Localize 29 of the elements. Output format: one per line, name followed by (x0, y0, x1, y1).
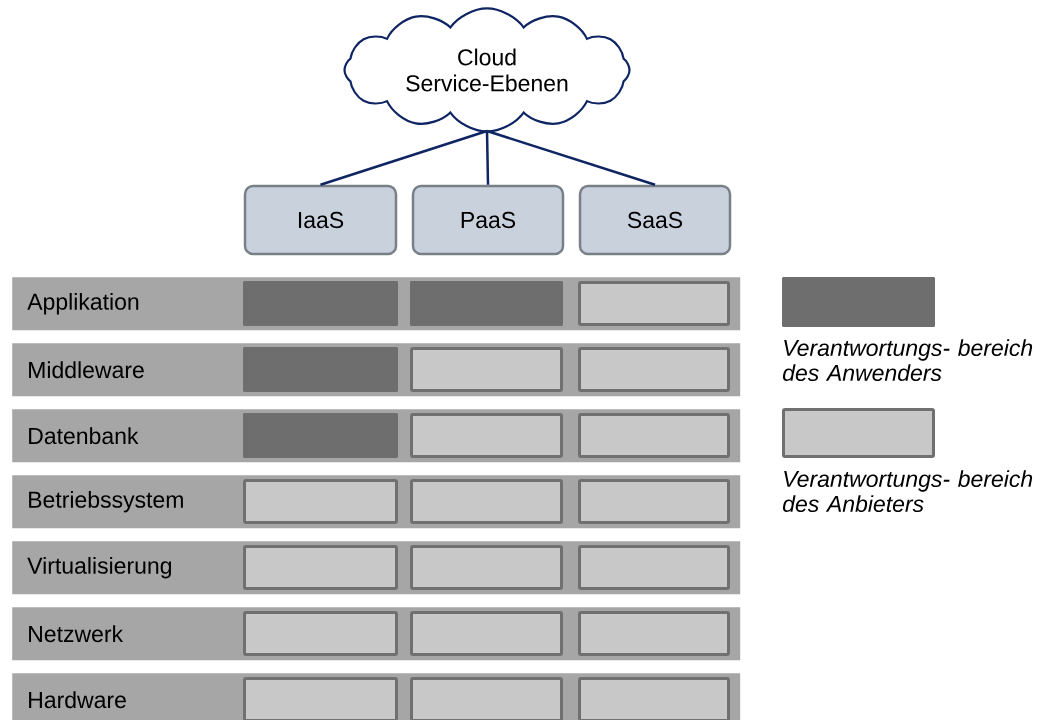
layer-cell (578, 281, 730, 326)
layer-cell (410, 545, 563, 590)
layer-cell (243, 611, 398, 656)
layer-cell (578, 611, 730, 656)
layer-cell (578, 413, 730, 458)
layer-cell (243, 413, 398, 458)
connector-line (485, 130, 490, 185)
layer-cell (410, 347, 563, 392)
layer-cell (410, 479, 563, 524)
layer-cell (578, 545, 730, 590)
service-box: PaaS (411, 184, 565, 256)
layer-cell (578, 479, 730, 524)
layer-cell (410, 611, 563, 656)
connector-line (320, 129, 488, 186)
layer-cell (243, 479, 398, 524)
layer-cell (410, 677, 563, 720)
layer-cell (578, 677, 730, 720)
legend-text: Verantwortungs- bereich des Anwenders (782, 339, 1033, 382)
layer-cell (578, 347, 730, 392)
layer-cell (410, 413, 563, 458)
connector-line (486, 129, 656, 186)
layer-cell (243, 281, 398, 326)
layer-cell (243, 677, 398, 720)
service-box: SaaS (578, 184, 732, 256)
layer-cell (410, 281, 563, 326)
layer-cell (243, 545, 398, 590)
legend-text: Verantwortungs- bereich des Anbieters (782, 470, 1033, 513)
service-box: IaaS (243, 184, 398, 256)
layer-cell (243, 347, 398, 392)
